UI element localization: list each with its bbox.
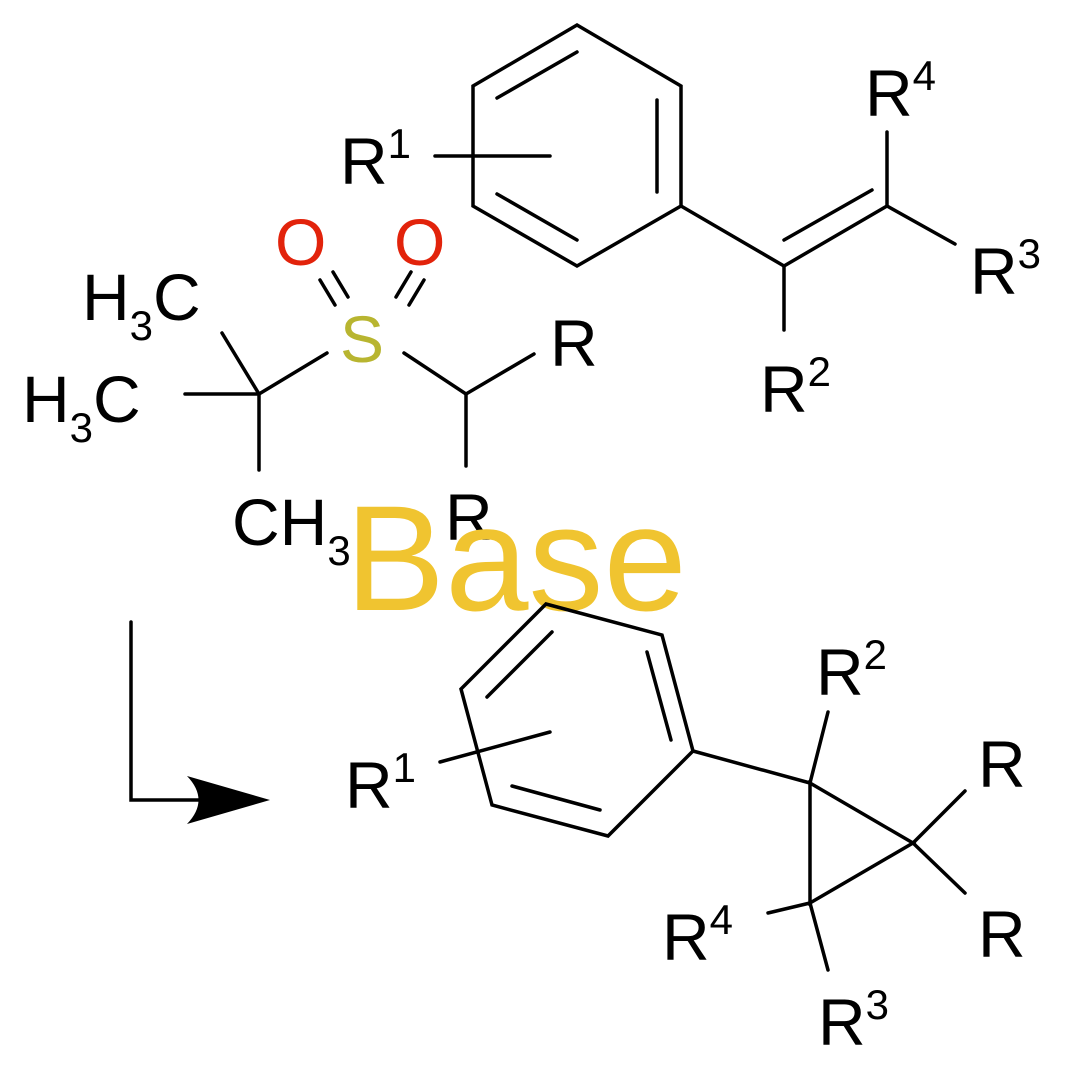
methyl-top-label: H3C [82,260,201,349]
r-top-label-reagent: R [550,306,598,380]
arrow-head [187,776,270,824]
r-bottom-label-reagent: R [445,480,493,554]
aromatic-inner-bond [510,784,602,812]
alkene-double-bond-inner [782,188,874,242]
r2-bond-product [808,710,830,785]
oxygen-right-label: O [394,205,445,279]
sulfonyl-double-bond [331,270,350,299]
alkene-double-bond [782,204,889,268]
s-c-bond [257,351,329,396]
aromatic-inner-bond [485,630,554,699]
reactant-alkene: R1 R4 R3 R2 [340,22,1041,426]
r3-label-reactant: R3 [970,230,1041,308]
r2-label-reactant: R2 [760,348,831,426]
oxygen-left-label: O [275,205,326,279]
sulfonyl-double-bond [407,278,426,307]
r-top-bond-product [911,789,967,845]
aryl-vinyl-bond [679,204,786,268]
aromatic-inner-bond [495,50,579,100]
cyclopropane-ring [808,779,917,907]
sulfonyl-double-bond [318,278,337,307]
r4-bond-product [766,901,812,915]
sulfonyl-double-bond [394,270,413,299]
r-bottom-label-product: R [978,897,1026,971]
r-top-label-product: R [978,727,1026,801]
sulfur-label: S [340,302,384,376]
r3-label-product: R3 [818,981,889,1059]
r3-bond-product [808,901,830,972]
methyl-mid-label: H3C [22,362,141,451]
r4-label-product: R4 [662,896,733,974]
aromatic-inner-bond [495,192,579,242]
aryl-cyclopropyl-bond [691,749,812,785]
s-ch-bond [402,351,468,396]
arrow-shaft [129,620,202,802]
r3-bond [885,204,957,246]
r2-label-product: R2 [816,631,887,709]
r1-label-product: R1 [345,744,416,822]
r-bond [464,352,536,396]
reaction-arrow [129,620,270,824]
methyl-bottom-label: CH3 [232,485,351,574]
aromatic-inner-bond [645,650,673,742]
r4-label-reactant: R4 [865,52,936,130]
r1-label-reactant: R1 [340,120,411,198]
benzene-ring-product [459,602,695,838]
r1-bond-product [438,730,552,764]
r-bottom-bond-product [911,841,967,895]
benzene-ring-reactant [471,22,683,269]
methyl-bond [220,331,261,396]
product-cyclopropane: R1 R2 R R R4 R3 [345,602,1026,1059]
reagent-sulfone: O O S H3C H3C CH3 R R [22,205,598,574]
base-condition-label: Base [345,474,687,642]
